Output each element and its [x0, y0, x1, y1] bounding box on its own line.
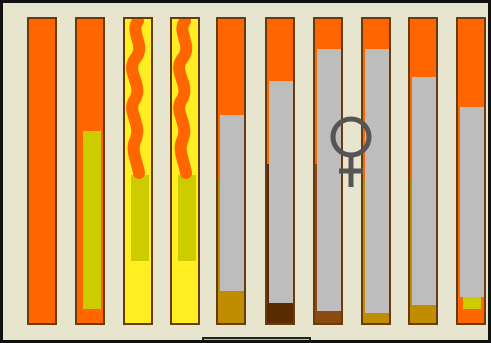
- flame-icon: [125, 19, 151, 179]
- tube-5[interactable]: [216, 17, 246, 325]
- tube-2[interactable]: [75, 17, 105, 325]
- gray-sample: [269, 81, 293, 303]
- tube-6[interactable]: [265, 17, 295, 325]
- tube-9[interactable]: [408, 17, 438, 325]
- gray-sample: [412, 77, 436, 305]
- gray-sample: [220, 115, 244, 291]
- tube-3[interactable]: [123, 17, 153, 325]
- olive-bar: [83, 131, 101, 309]
- bottom-tab[interactable]: [202, 337, 311, 343]
- flame-icon: [172, 19, 198, 179]
- tube-10[interactable]: [456, 17, 486, 325]
- tube-4[interactable]: [170, 17, 200, 325]
- olive-bar: [178, 175, 196, 261]
- tube-1[interactable]: [27, 17, 57, 325]
- female-symbol-icon: [325, 115, 379, 191]
- tube-fill: [29, 19, 55, 323]
- olive-bar: [131, 175, 149, 261]
- gray-sample: [460, 107, 484, 297]
